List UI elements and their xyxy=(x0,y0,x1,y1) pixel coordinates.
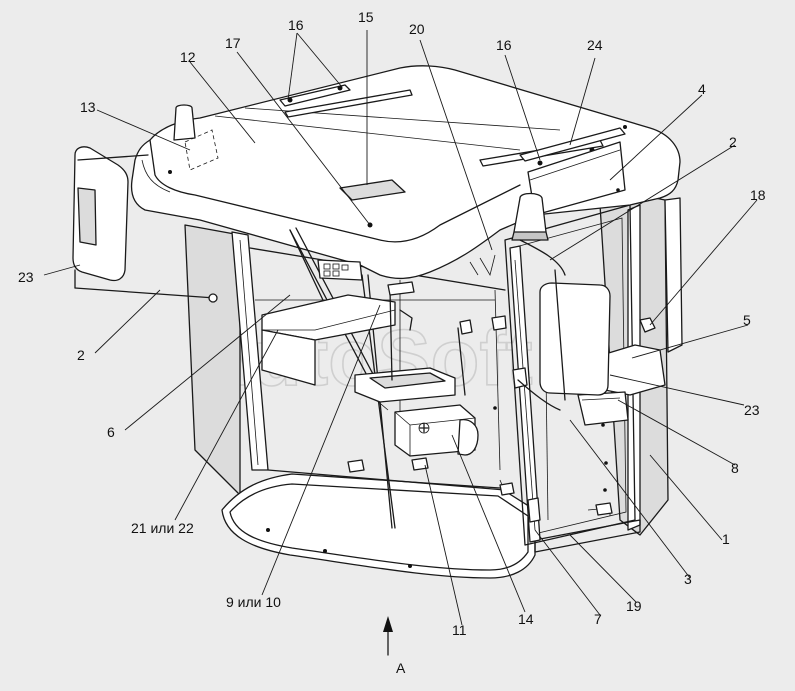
callout-23a: 23 xyxy=(18,269,34,285)
callout-2b: 2 xyxy=(77,347,85,363)
callout-12: 12 xyxy=(180,49,196,65)
left-mirror xyxy=(72,146,218,303)
rear-shelf xyxy=(261,294,396,386)
callout-labels: 16 15 20 16 24 17 12 13 4 2 18 23 5 2 23… xyxy=(18,9,766,638)
callout-5: 5 xyxy=(743,312,751,328)
view-arrow: А xyxy=(383,616,406,676)
callout-3: 3 xyxy=(684,571,692,587)
callout-21-or-22: 21 или 22 xyxy=(131,520,194,536)
callout-18: 18 xyxy=(750,187,766,203)
callout-14: 14 xyxy=(518,611,534,627)
callout-24: 24 xyxy=(587,37,603,53)
control-panel xyxy=(317,259,363,281)
callout-23b: 23 xyxy=(744,402,760,418)
callout-7: 7 xyxy=(594,611,602,627)
callout-15: 15 xyxy=(358,9,374,25)
callout-17: 17 xyxy=(225,35,241,51)
callout-2a: 2 xyxy=(729,134,737,150)
callout-4: 4 xyxy=(698,81,706,97)
callout-11: 11 xyxy=(452,622,467,638)
callout-13: 13 xyxy=(80,99,96,115)
callout-20: 20 xyxy=(409,21,425,37)
view-label: А xyxy=(396,660,406,676)
callout-9-or-10: 9 или 10 xyxy=(226,594,281,610)
right-mirror xyxy=(517,239,611,411)
storage-box xyxy=(394,404,479,457)
callout-1: 1 xyxy=(722,531,730,547)
leader-lines xyxy=(43,30,758,626)
callout-16a: 16 xyxy=(288,17,304,33)
seat xyxy=(354,281,473,403)
callout-19: 19 xyxy=(626,598,642,614)
callout-6: 6 xyxy=(107,424,115,440)
callout-8: 8 xyxy=(731,460,739,476)
wall-sensor xyxy=(639,317,656,333)
cab-roof xyxy=(130,65,681,280)
callout-16b: 16 xyxy=(496,37,512,53)
